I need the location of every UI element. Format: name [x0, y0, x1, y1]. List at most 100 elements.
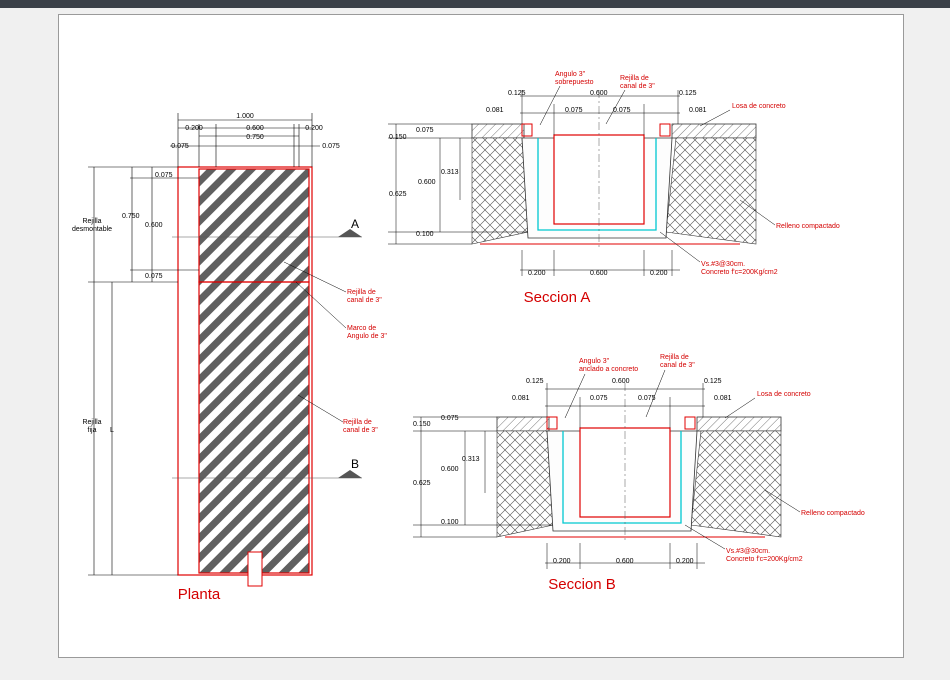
plan-length-symbol: L [110, 427, 114, 434]
section-b-bottom-dim-1: 0.200 [553, 558, 571, 565]
plan-top-dim-right: 0.200 [305, 125, 323, 132]
plan-notch [247, 551, 263, 587]
plan-callout-3b: canal de 3" [343, 427, 378, 434]
section-a-grate-label-2: canal de 3" [620, 83, 655, 90]
section-a-top-dim-3: 0.125 [679, 90, 697, 97]
cut-b-label: B [351, 457, 359, 471]
cut-a-label: A [351, 217, 359, 231]
section-a-angle-left [521, 123, 533, 137]
section-b-slab-left [496, 416, 550, 432]
section-a-grate-label-1: Rejilla de [620, 75, 649, 82]
section-b-rebar-note-2: Concreto f'c=200Kg/cm2 [726, 556, 803, 563]
plan-left-dim-3: 0.075 [145, 273, 163, 280]
section-b-grate-label-2: canal de 3" [660, 362, 695, 369]
plan-fixed-label-1: Rejilla [82, 419, 101, 426]
window-top-bar [0, 0, 950, 8]
plan-callout-leaders [283, 261, 347, 423]
section-b-left-dim-4: 0.600 [441, 466, 459, 473]
section-a-rebar-note-1: Vs.#3@30cm. [701, 261, 745, 268]
plan-callout-1b: canal de 3" [347, 297, 382, 304]
plan-inner-width: 0.750 [246, 134, 264, 141]
section-a-left-dim-4: 0.600 [418, 179, 436, 186]
section-b-sub-dim-4: 0.081 [714, 395, 732, 402]
section-a-left-dim-2: 0.075 [416, 127, 434, 134]
plan-top-dim-mid: 0.600 [246, 125, 264, 132]
section-b-bottom-dim-2: 0.600 [616, 558, 634, 565]
section-a-channel [553, 134, 645, 225]
section-b-left-dim-3: 0.313 [462, 456, 480, 463]
section-a-fill-label: Relleno compactado [776, 223, 840, 230]
section-b-top-dim-2: 0.600 [612, 378, 630, 385]
plan-fixed-label-2: fija [88, 427, 97, 434]
plan-left-total: 0.750 [122, 213, 140, 220]
section-b-slab-right [696, 416, 782, 432]
plan-top-dimensions [170, 113, 320, 167]
section-a-sub-dim-3: 0.075 [613, 107, 631, 114]
plan-view: 1.000 0.200 0.600 0.200 0.750 0.075 0.07… [72, 113, 387, 603]
section-b-fill-right [690, 430, 782, 538]
section-b-sub-dim-1: 0.081 [512, 395, 530, 402]
section-a: 0.125 0.600 0.125 0.081 0.075 0.075 0.08… [388, 71, 840, 306]
section-b-left-dim-5: 0.625 [413, 480, 431, 487]
plan-offset-right: 0.075 [322, 143, 340, 150]
section-b-bottom-dim-3: 0.200 [676, 558, 694, 565]
cut-a-marker [338, 229, 362, 237]
section-a-angle-label-1: Angulo 3" [555, 71, 586, 78]
section-b-rebar [562, 431, 682, 524]
plan-left-dim-1: 0.075 [155, 172, 173, 179]
section-a-title: Seccion A [524, 289, 591, 306]
plan-top-dim-left: 0.200 [185, 125, 203, 132]
section-b-grate-label-1: Rejilla de [660, 354, 689, 361]
section-b-top-dim-1: 0.125 [526, 378, 544, 385]
section-b-left-dim-1: 0.150 [413, 421, 431, 428]
section-b-leaders [564, 369, 801, 550]
section-a-bottom-dim-2: 0.600 [590, 270, 608, 277]
section-a-top-dim-1: 0.125 [508, 90, 526, 97]
section-a-angle-label-2: sobrepuesto [555, 79, 594, 86]
section-a-slab-label: Losa de concreto [732, 103, 786, 110]
section-a-fill-left [471, 137, 529, 245]
section-b-fill-left [496, 430, 554, 538]
section-b-left-dim-6: 0.100 [441, 519, 459, 526]
plan-callout-1a: Rejilla de [347, 289, 376, 296]
section-b: 0.125 0.600 0.125 0.081 0.075 0.075 0.08… [413, 354, 865, 593]
section-a-bottom-dim-3: 0.200 [650, 270, 668, 277]
section-b-angle-left [546, 416, 558, 430]
plan-left-dim-2: 0.600 [145, 222, 163, 229]
section-a-fill-right [665, 137, 757, 245]
section-b-dim-lines [413, 383, 705, 569]
section-a-left-dim-5: 0.625 [389, 191, 407, 198]
section-a-sub-dim-2: 0.075 [565, 107, 583, 114]
section-b-slab-label: Losa de concreto [757, 391, 811, 398]
plan-removable-label-2: desmontable [72, 226, 112, 233]
section-a-left-dim-6: 0.100 [416, 231, 434, 238]
section-a-left-dim-3: 0.313 [441, 169, 459, 176]
cut-b-marker [338, 470, 362, 478]
section-b-fill-label: Relleno compactado [801, 510, 865, 517]
section-a-rebar [537, 138, 657, 231]
plan-grate-hatch [199, 169, 309, 573]
section-b-angle-label-1: Angulo 3" [579, 358, 610, 365]
section-a-left-dim-1: 0.150 [389, 134, 407, 141]
section-b-angle-right [684, 416, 696, 430]
plan-removable-label-1: Rejilla [82, 218, 101, 225]
plan-title: Planta [178, 586, 221, 603]
section-a-angle-right [659, 123, 671, 137]
section-a-sub-dim-1: 0.081 [486, 107, 504, 114]
section-a-sub-dim-4: 0.081 [689, 107, 707, 114]
section-b-sub-dim-2: 0.075 [590, 395, 608, 402]
plan-left-dimensions [88, 166, 199, 576]
section-b-title: Seccion B [548, 576, 616, 593]
plan-callout-2a: Marco de [347, 325, 376, 332]
section-a-bottom-dim-1: 0.200 [528, 270, 546, 277]
section-b-top-dim-3: 0.125 [704, 378, 722, 385]
plan-overall-width: 1.000 [236, 113, 254, 120]
plan-offset-left: 0.075 [171, 143, 189, 150]
plan-callout-2b: Angulo de 3" [347, 333, 387, 340]
plan-callout-3a: Rejilla de [343, 419, 372, 426]
section-a-slab-left [471, 123, 525, 139]
section-a-leaders [539, 85, 776, 263]
section-a-dim-lines [388, 90, 680, 276]
section-a-slab-right [671, 123, 757, 139]
